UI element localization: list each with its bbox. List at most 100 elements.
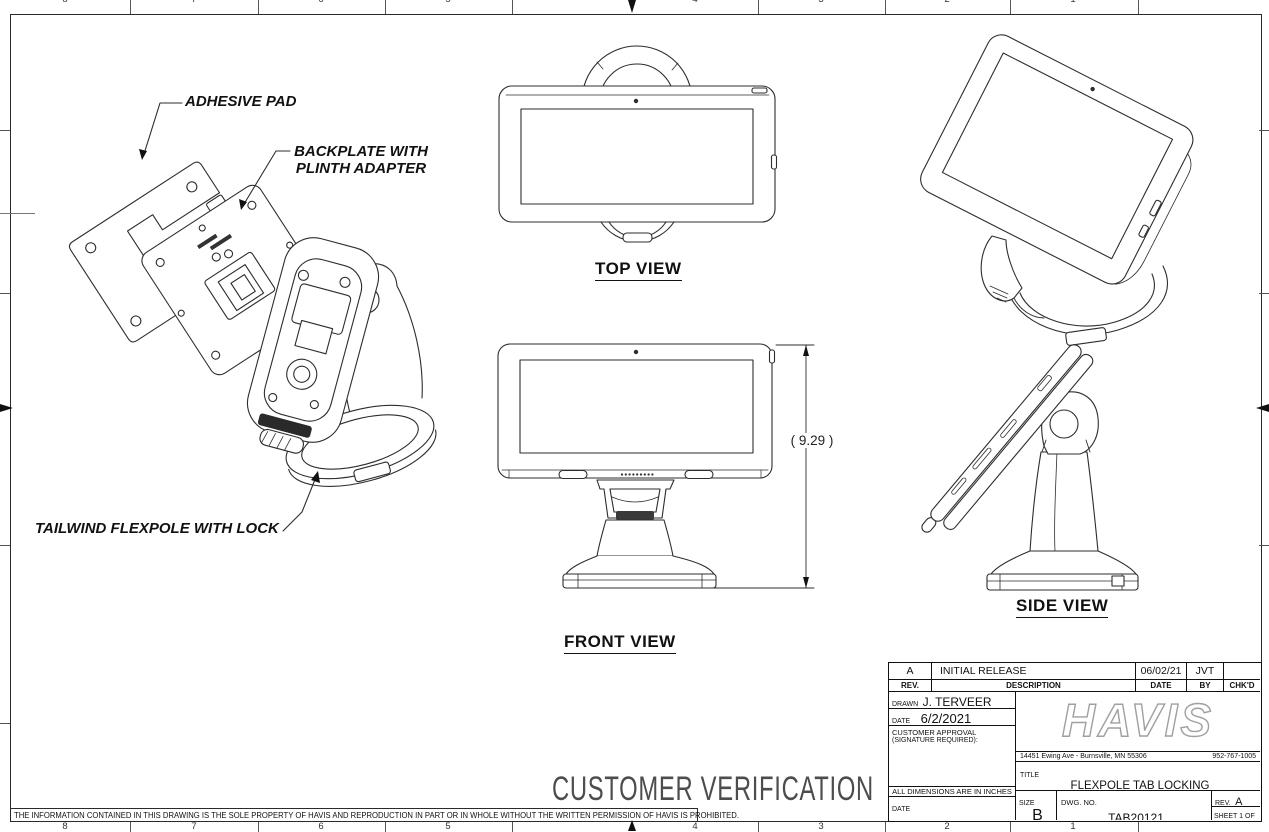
edge-tick (0, 723, 10, 724)
size-label: SIZE (1019, 800, 1035, 807)
zone-number: 3 (811, 0, 831, 5)
dwg-no-cell: DWG. NO. TAB20121 (1057, 791, 1212, 820)
rev-description-cell: INITIAL RELEASE (932, 663, 1136, 680)
leader-lines (139, 102, 320, 532)
date-header-label: DATE (1150, 681, 1172, 690)
phone-text: 952-767-1005 (1212, 753, 1256, 760)
edge-tick (0, 293, 10, 294)
sheet-number: SHEET 1 OF 1 (1214, 813, 1255, 820)
drawn-value: J. TERVEER (922, 695, 992, 709)
date2-label: DATE (892, 806, 911, 813)
chkd-header: CHK'D (1224, 680, 1260, 692)
rev-date-cell: 06/02/21 (1136, 663, 1187, 680)
zone-number: 3 (818, 821, 824, 832)
zone-number: 7 (191, 821, 197, 832)
disclaimer-text: THE INFORMATION CONTAINED IN THIS DRAWIN… (14, 811, 739, 820)
rev-value-cell: A (889, 663, 932, 680)
rev-letter: A (906, 665, 914, 677)
edge-tick (1259, 130, 1269, 131)
title-cell: TITLE FLEXPOLE TAB LOCKING (1016, 762, 1260, 791)
top-view-label: TOP VIEW (595, 259, 682, 281)
zone-number: 1 (1070, 821, 1076, 832)
flexpole-drawing (246, 237, 437, 487)
zone-number: 5 (438, 0, 458, 5)
top-view-drawing (498, 45, 778, 243)
description-header-label: DESCRIPTION (1006, 681, 1061, 690)
zone-number: 6 (311, 0, 331, 5)
rev-description: INITIAL RELEASE (940, 665, 1027, 677)
zone-number: 7 (184, 0, 204, 5)
dimension-line (647, 344, 815, 589)
by-header-label: BY (1199, 681, 1211, 690)
address-cell: 14451 Ewing Ave - Burnsville, MN 55306 9… (1016, 751, 1260, 762)
exploded-view-drawing (68, 102, 437, 532)
by-header: BY (1187, 680, 1224, 692)
date-label: DATE (892, 718, 911, 725)
date-cell: DATE 6/2/2021 (889, 709, 1016, 726)
dimensions-note: ALL DIMENSIONS ARE IN INCHES (892, 787, 1012, 796)
callout-adhesive-pad: ADHESIVE PAD (185, 93, 297, 110)
drawn-label: DRAWN (892, 701, 919, 708)
zone-number: 8 (55, 0, 75, 5)
rev-date: 06/02/21 (1140, 665, 1182, 677)
iso-view-drawing (920, 34, 1194, 346)
svg-text:HAVIS: HAVIS (1062, 694, 1214, 746)
rev-header: REV. (889, 680, 932, 692)
zone-number: 1 (1063, 0, 1083, 5)
dwg-no-label: DWG. NO. (1061, 798, 1097, 807)
rev-value: A (1235, 796, 1243, 807)
zone-number: 4 (692, 821, 698, 832)
rev-chkd-cell (1224, 663, 1260, 680)
edge-tick (1259, 293, 1269, 294)
rev-header-label: REV. (901, 681, 919, 690)
rev-label: REV. (1215, 800, 1231, 807)
dimension-value: ( 9.29 ) (779, 433, 845, 448)
zone-number: 8 (62, 821, 68, 832)
title-label: TITLE (1020, 772, 1040, 779)
speaker-dots (620, 473, 654, 476)
dimensions-note-cell: ALL DIMENSIONS ARE IN INCHES (889, 787, 1016, 797)
zone-number: 5 (445, 821, 451, 832)
drawing-frame (10, 14, 1262, 822)
customer-verification-text: CUSTOMER VERIFICATION (552, 770, 874, 808)
logo-cell: HAVIS (1016, 692, 1260, 751)
rev-by: JVT (1195, 665, 1215, 677)
callout-backplate: BACKPLATE WITH PLINTH ADAPTER (291, 143, 431, 177)
signature-required-label: (SIGNATURE REQUIRED): (892, 737, 978, 744)
date-header: DATE (1136, 680, 1187, 692)
zone-number: 2 (944, 821, 950, 832)
fold-mark (0, 213, 35, 214)
edge-tick (0, 130, 10, 131)
side-view-drawing (921, 344, 1139, 591)
title-block: A INITIAL RELEASE 06/02/21 JVT REV. DESC… (888, 662, 1262, 822)
rev-by-cell: JVT (1187, 663, 1224, 680)
front-view-drawing (497, 343, 776, 589)
address-text: 14451 Ewing Ave - Burnsville, MN 55306 (1020, 753, 1147, 760)
side-view-label: SIDE VIEW (1016, 596, 1109, 618)
callout-backplate-line2: PLINTH ADAPTER (295, 159, 427, 177)
havis-logo: HAVIS (1061, 693, 1214, 746)
drawing-title: FLEXPOLE TAB LOCKING (1070, 780, 1210, 791)
rev-cell: REV. A (1212, 791, 1260, 807)
sheet-cell: SHEET 1 OF 1 (1212, 807, 1260, 820)
callout-backplate-line1: BACKPLATE WITH (294, 143, 428, 160)
zone-number: 4 (685, 0, 705, 5)
disclaimer-strip: THE INFORMATION CONTAINED IN THIS DRAWIN… (10, 808, 739, 822)
edge-tick (0, 545, 10, 546)
zone-ruler-top: 8 7 6 5 4 3 2 1 (0, 0, 1269, 14)
size-cell: SIZE B (1016, 791, 1057, 820)
date2-cell: DATE (889, 797, 1016, 820)
zone-number: 2 (937, 0, 957, 5)
drawn-cell: DRAWN J. TERVEER (889, 692, 1016, 709)
chkd-header-label: CHK'D (1229, 681, 1255, 690)
customer-approval-label: CUSTOMER APPROVAL (892, 728, 977, 737)
zone-ruler-bottom: 8 7 6 5 4 3 2 1 (0, 821, 1269, 832)
dwg-no-value: TAB20121 (1108, 811, 1164, 820)
front-view-label: FRONT VIEW (564, 632, 676, 654)
size-value: B (1032, 807, 1043, 820)
edge-tick (1259, 545, 1269, 546)
callout-flexpole: TAILWIND FLEXPOLE WITH LOCK (35, 520, 279, 537)
